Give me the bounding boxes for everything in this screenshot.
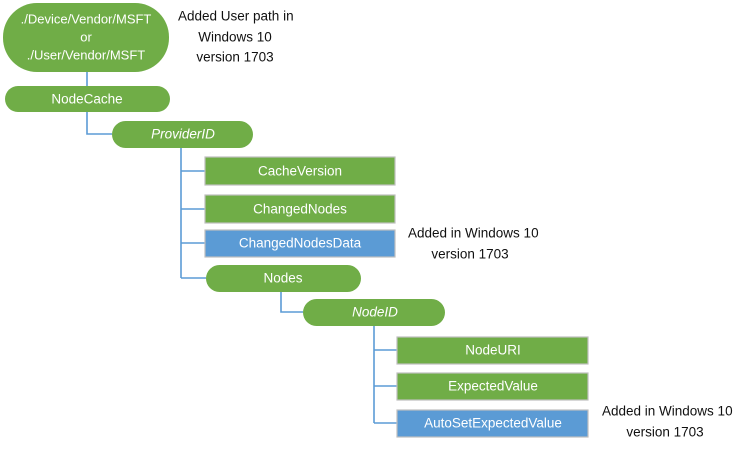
node-nodeid[interactable]: NodeID (303, 299, 445, 326)
node-root-path-shape (3, 3, 169, 72)
annotation-root-path-note: Added User path in Windows 10 version 17… (178, 9, 294, 65)
node-nodecache[interactable]: NodeCache (5, 86, 170, 112)
connector-nodecache-to-providerid (86, 112, 112, 135)
node-nodeuri[interactable]: NodeURI (396, 336, 589, 365)
node-changednodesdata-label: ChangedNodesData (239, 236, 362, 251)
node-nodeuri-shape (396, 336, 589, 365)
annotation-changednodesdata-note-line1: Added in Windows 10 (408, 226, 539, 241)
node-nodecache-label: NodeCache (51, 92, 122, 107)
annotation-changednodesdata-note-line2: version 1703 (431, 247, 508, 262)
node-cacheversion-label: CacheVersion (258, 164, 342, 179)
node-expectedvalue[interactable]: ExpectedValue (396, 372, 589, 401)
node-providerid-shape (112, 121, 253, 148)
annotation-root-note-line2: Windows 10 (198, 30, 272, 45)
node-nodes-shape (206, 265, 361, 292)
annotation-root-note-line1: Added User path in (178, 9, 294, 24)
node-root-path-label-line3: ./User/Vendor/MSFT (27, 47, 146, 62)
node-root-path-label-line1: ./Device/Vendor/MSFT (21, 11, 152, 26)
node-expectedvalue-label: ExpectedValue (448, 379, 538, 394)
node-expectedvalue-shape (396, 372, 589, 401)
node-providerid[interactable]: ProviderID (112, 121, 253, 148)
node-root-path[interactable]: ./Device/Vendor/MSFT or ./User/Vendor/MS… (3, 3, 169, 72)
node-changednodesdata[interactable]: ChangedNodesData (204, 229, 396, 258)
node-nodecache-shape (5, 86, 170, 112)
node-nodeid-shape (303, 299, 445, 326)
node-nodeuri-label: NodeURI (465, 343, 521, 358)
node-autosetexpectedvalue-shape (396, 409, 589, 438)
node-changednodes[interactable]: ChangedNodes (204, 194, 396, 224)
connector-layer (86, 72, 397, 424)
node-changednodesdata-shape (204, 229, 396, 258)
node-providerid-label: ProviderID (151, 127, 215, 142)
node-autosetexpectedvalue-label: AutoSetExpectedValue (424, 416, 562, 431)
node-nodes[interactable]: Nodes (206, 265, 361, 292)
node-root-path-label-line2: or (80, 29, 92, 44)
annotation-root-note-line3: version 1703 (196, 50, 273, 65)
node-autosetexpectedvalue[interactable]: AutoSetExpectedValue (396, 409, 589, 438)
annotation-autoset-note-line1: Added in Windows 10 (602, 404, 733, 419)
annotation-autoset-note-line2: version 1703 (626, 425, 703, 440)
node-cacheversion-shape (204, 156, 396, 186)
node-nodes-label: Nodes (263, 271, 302, 286)
node-changednodes-shape (204, 194, 396, 224)
connector-nodes-to-nodeid (280, 292, 303, 313)
annotation-changednodesdata-note: Added in Windows 10 version 1703 (408, 226, 539, 262)
node-cacheversion[interactable]: CacheVersion (204, 156, 396, 186)
annotation-autosetexpectedvalue-note: Added in Windows 10 version 1703 (602, 404, 733, 440)
node-changednodes-label: ChangedNodes (253, 202, 347, 217)
node-nodeid-label: NodeID (352, 305, 398, 320)
